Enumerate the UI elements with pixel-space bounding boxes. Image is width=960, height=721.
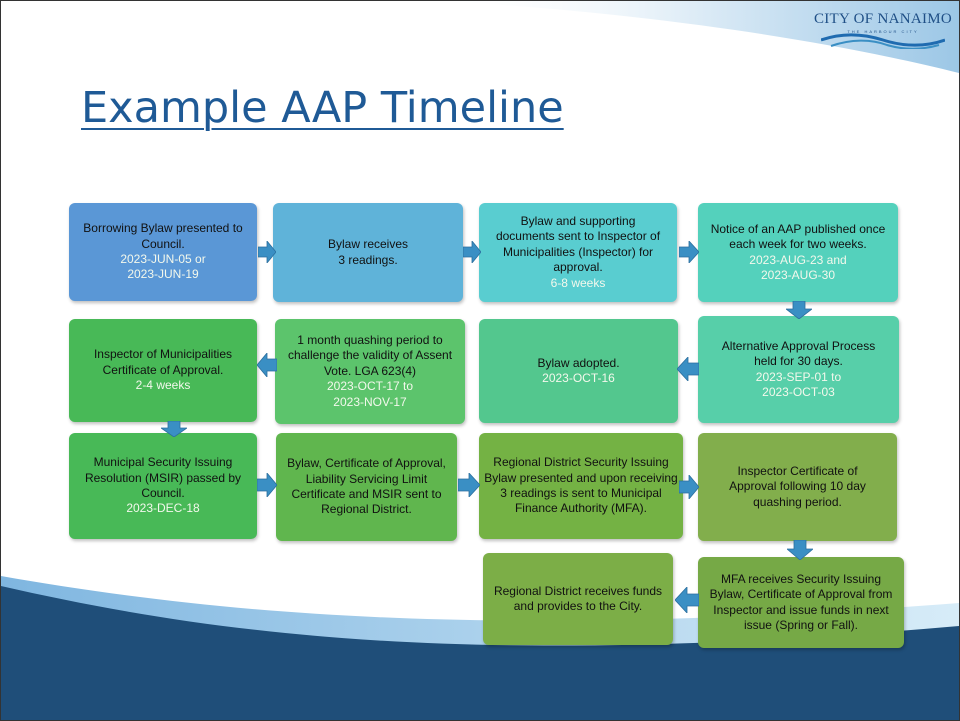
step-1-box: Borrowing Bylaw presented to Council. 20…	[69, 203, 257, 301]
step-text: Regional District receives funds and pro…	[493, 583, 663, 613]
top-swoosh	[441, 1, 959, 73]
slide-title: Example AAP Timeline	[81, 83, 564, 133]
step-date: 6-8 weeks	[550, 275, 606, 290]
step-text: Notice of an AAP published once each wee…	[710, 221, 886, 252]
step-text: Municipal Security Issuing Resolution (M…	[84, 455, 242, 500]
arrow-right-icon	[458, 473, 480, 497]
step-text: Regional District Security Issuing Bylaw…	[484, 455, 678, 516]
footer-dark-wave	[1, 586, 959, 720]
step-11-box: Regional District Security Issuing Bylaw…	[479, 433, 683, 539]
logo-tagline: THE HARBOUR CITY	[847, 29, 919, 34]
step-14-box: Regional District receives funds and pro…	[483, 553, 673, 645]
step-text: Bylaw adopted.	[537, 355, 620, 370]
step-13-box: MFA receives Security Issuing Bylaw, Cer…	[698, 557, 904, 648]
arrow-right-icon	[257, 473, 277, 497]
step-8-box: Inspector of Municipalities Certificate …	[69, 319, 257, 422]
arrow-left-icon	[675, 587, 699, 613]
step-date: 2023-JUN-05 or	[120, 252, 206, 266]
step-12-box: Inspector Certificate of Approval follow…	[698, 433, 897, 541]
step-date: 2023-SEP-01 to	[755, 369, 842, 384]
step-10-box: Bylaw, Certificate of Approval, Liabilit…	[276, 433, 457, 541]
step-date: 2-4 weeks	[135, 378, 191, 393]
arrow-left-icon	[257, 353, 277, 377]
step-date: 2023-OCT-03	[762, 384, 835, 399]
arrow-down-icon	[787, 540, 813, 560]
step-3-box: Bylaw and supporting documents sent to I…	[479, 203, 677, 302]
step-text: Inspector of Municipalities Certificate …	[93, 347, 233, 377]
step-date: 2023-OCT-16	[542, 371, 615, 385]
wave-icon	[821, 33, 945, 49]
step-text: Borrowing Bylaw presented to Council.	[83, 221, 243, 251]
step-text: 1 month quashing period to challenge the…	[287, 333, 453, 378]
step-text: Bylaw receives 3 readings.	[327, 237, 409, 267]
arrow-left-icon	[677, 357, 699, 381]
step-2-box: Bylaw receives 3 readings.	[273, 203, 463, 302]
arrow-right-icon	[679, 241, 699, 263]
step-4-box: Notice of an AAP published once each wee…	[698, 203, 898, 302]
step-date: 2023-DEC-18	[126, 501, 200, 516]
step-6-box: Bylaw adopted. 2023-OCT-16	[479, 319, 678, 423]
step-text: Alternative Approval Process held for 30…	[721, 338, 876, 369]
step-text: Inspector Certificate of Approval follow…	[729, 463, 866, 509]
step-date: 2023-JUN-19	[127, 267, 199, 282]
step-text: Bylaw and supporting documents sent to I…	[495, 214, 661, 275]
logo-name: CITY OF NANAIMO	[813, 11, 953, 27]
step-text: Bylaw, Certificate of Approval, Liabilit…	[287, 456, 446, 517]
step-text: MFA receives Security Issuing Bylaw, Cer…	[709, 571, 893, 632]
step-9-box: Municipal Security Issuing Resolution (M…	[69, 433, 257, 539]
step-7-box: 1 month quashing period to challenge the…	[275, 319, 465, 424]
step-date: 2023-OCT-17 to	[326, 379, 414, 394]
step-5-box: Alternative Approval Process held for 30…	[698, 316, 899, 423]
step-date: 2023-AUG-30	[760, 267, 836, 282]
arrow-right-icon	[258, 241, 276, 263]
step-date: 2023-AUG-23 and	[749, 252, 847, 267]
arrow-right-icon	[679, 475, 699, 499]
city-logo: CITY OF NANAIMO THE HARBOUR CITY	[813, 11, 953, 51]
arrow-right-icon	[463, 241, 481, 263]
arrow-down-icon	[786, 301, 812, 319]
step-date: 2023-NOV-17	[333, 394, 407, 409]
arrow-down-icon	[161, 421, 187, 437]
